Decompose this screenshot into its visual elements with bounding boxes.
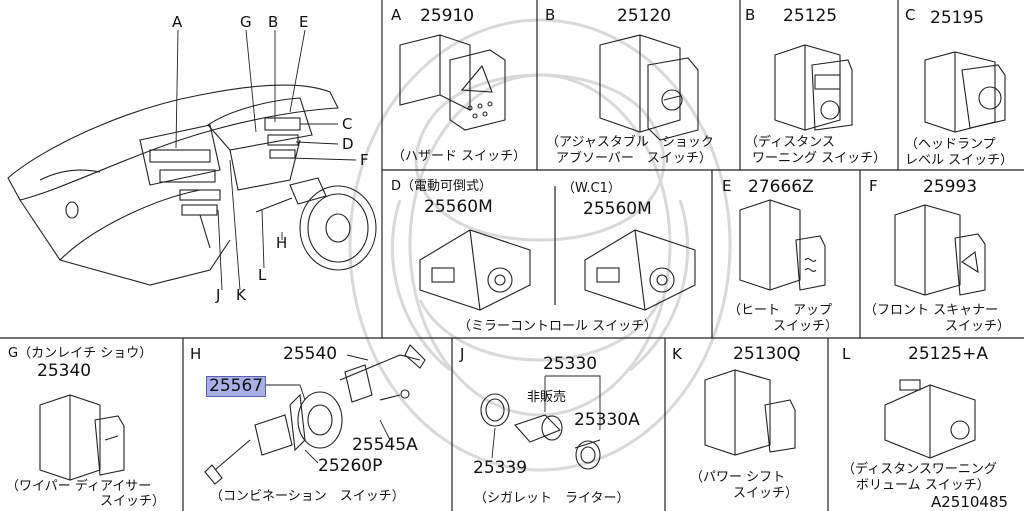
panel-letter-l: L xyxy=(842,345,851,363)
part-number-25120: 25120 xyxy=(617,6,672,26)
part-name-shock-absorber-switch-line2: アブソーバー スイッチ） xyxy=(556,151,712,166)
wiper-deicer-switch-drawing xyxy=(39,394,125,481)
part-number-25540: 25540 xyxy=(283,344,338,364)
overview-callout-g: G xyxy=(240,13,252,31)
part-name-mirror-control-switch: （ミラーコントロール スイッチ） xyxy=(458,319,658,334)
part-number-25545a: 25545A xyxy=(352,435,418,455)
part-number-25260p: 25260P xyxy=(318,456,383,476)
part-name-wiper-deicer-switch-line2: スイッチ） xyxy=(100,494,166,509)
overview-callout-d: D xyxy=(342,135,354,153)
overview-leader-lines xyxy=(175,29,357,291)
diagram-id: A2510485 xyxy=(931,493,1009,511)
cigarette-lighter-drawing xyxy=(480,393,601,470)
panel-letter-e: E xyxy=(722,177,732,195)
part-name-headlamp-level-switch-line2: レベル スイッチ） xyxy=(905,153,1014,168)
part-number-25330: 25330 xyxy=(543,354,598,374)
distance-warning-volume-switch-drawing xyxy=(884,379,976,459)
part-name-front-scanner-switch-line2: スイッチ） xyxy=(945,319,1011,334)
part-name-power-shift-switch-line1: （パワー シフト xyxy=(690,470,786,485)
part-number-25993: 25993 xyxy=(923,177,978,197)
part-number-25125: 25125 xyxy=(783,6,838,26)
part-name-distance-warning-switch-line1: （ディスタンス xyxy=(745,135,835,150)
overview-callout-j: J xyxy=(216,286,221,304)
panel-letter-f: F xyxy=(869,177,878,195)
part-name-shock-absorber-switch-line1: （アジャスタブル ショック xyxy=(546,135,714,150)
part-name-front-scanner-switch-line1: （フロント スキャナー xyxy=(864,303,999,318)
overview-callout-k: K xyxy=(236,286,246,304)
part-number-25125-plus-a: 25125+A xyxy=(908,344,988,364)
panel-letter-g: G（カンレイチ ショウ） xyxy=(8,346,153,361)
part-name-hazard-switch: （ハザード スイッチ） xyxy=(392,149,527,164)
part-name-headlamp-level-switch-line1: （ヘッドランプ xyxy=(905,137,996,152)
panel-letter-h: H xyxy=(190,345,202,363)
panel-letter-a: A xyxy=(391,6,402,24)
part-number-25560m-wc1: 25560M xyxy=(583,199,652,219)
part-number-25195: 25195 xyxy=(930,8,985,28)
overview-callout-l: L xyxy=(258,266,267,284)
mirror-control-switch-drawing-wc1 xyxy=(584,229,696,311)
part-leader-lines xyxy=(262,354,601,464)
front-scanner-switch-drawing xyxy=(894,204,986,296)
panel-letter-k: K xyxy=(672,345,682,363)
overview-callout-h: H xyxy=(276,234,288,252)
part-number-25339: 25339 xyxy=(473,458,528,478)
overview-callout-b: B xyxy=(268,13,279,31)
dashboard-overview-drawing xyxy=(7,84,377,286)
part-number-27666z: 27666Z xyxy=(748,177,814,197)
part-name-distance-warning-switch-line2: ワーニング スイッチ） xyxy=(752,151,887,166)
mirror-control-switch-drawing-d xyxy=(419,229,531,311)
part-name-heat-up-switch-line1: （ヒート アップ xyxy=(728,303,833,318)
panel-letter-j: J xyxy=(460,345,465,363)
overview-callout-e: E xyxy=(299,13,309,31)
not-sold-label: 非販売 xyxy=(527,390,567,405)
part-number-25560m-d: 25560M xyxy=(424,197,493,217)
panel-letter-d: D（電動可倒式） xyxy=(391,179,493,194)
heat-up-switch-drawing xyxy=(739,199,826,291)
panel-letter-wc1: （W.C1） xyxy=(562,181,621,196)
part-number-25340: 25340 xyxy=(37,361,92,381)
part-number-25130q: 25130Q xyxy=(733,344,801,364)
part-name-distance-warning-volume-switch-line2: ボリューム スイッチ） xyxy=(856,478,990,493)
part-number-25910: 25910 xyxy=(420,6,475,26)
part-name-combination-switch: （コンビネーション スイッチ） xyxy=(210,489,405,504)
part-number-25330a: 25330A xyxy=(574,410,640,430)
distance-warning-switch-drawing xyxy=(774,44,853,131)
part-name-cigarette-lighter: （シガレット ライター） xyxy=(474,491,630,506)
part-name-wiper-deicer-switch-line1: （ワイパー ディアイサー xyxy=(6,479,152,494)
shock-absorber-switch-drawing xyxy=(599,34,699,141)
part-name-power-shift-switch-line2: スイッチ） xyxy=(733,486,799,501)
watermark-crest xyxy=(348,18,732,472)
panel-letter-b-2: B xyxy=(745,6,756,24)
panel-letter-c: C xyxy=(905,6,916,24)
part-name-heat-up-switch-line2: スイッチ） xyxy=(773,319,839,334)
headlamp-level-switch-drawing xyxy=(924,51,1006,133)
overview-callout-c: C xyxy=(342,115,353,133)
hazard-switch-drawing xyxy=(399,34,506,131)
combination-switch-drawing xyxy=(204,344,426,485)
overview-callout-f: F xyxy=(360,151,369,169)
power-shift-switch-drawing xyxy=(704,369,796,456)
part-name-distance-warning-volume-switch-line1: （ディスタンスワーニング xyxy=(842,462,997,477)
panel-letter-b: B xyxy=(545,6,556,24)
overview-callout-a: A xyxy=(172,13,183,31)
part-number-25567-highlighted[interactable]: 25567 xyxy=(206,376,267,397)
